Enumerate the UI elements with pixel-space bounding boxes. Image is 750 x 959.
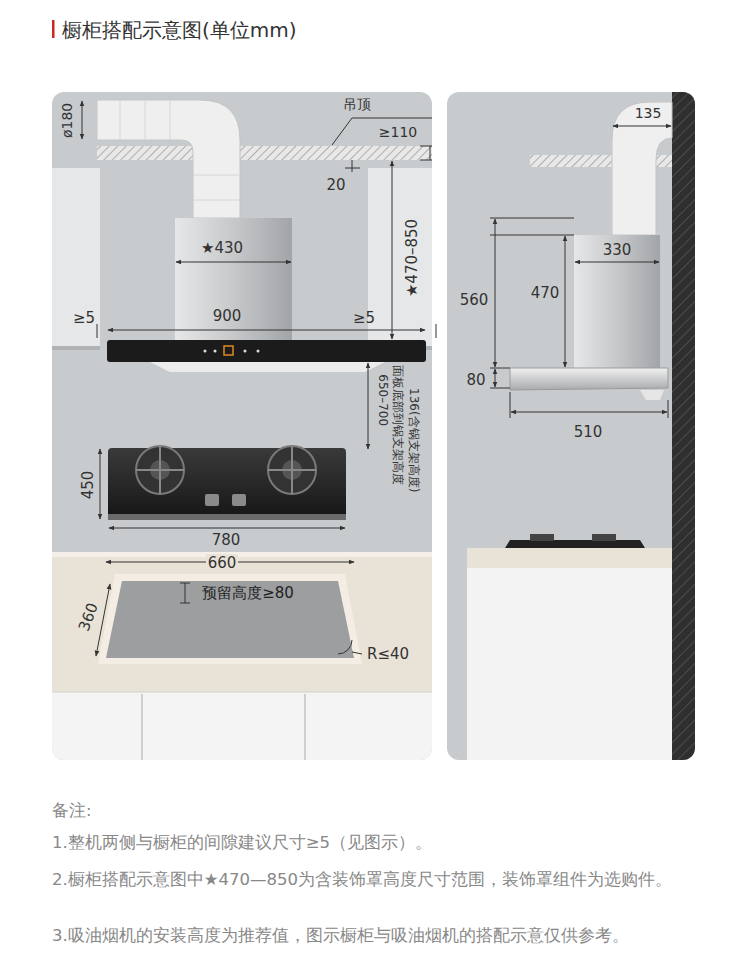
note-text: 2.橱柜搭配示意图中★470—850为含装饰罩高度尺寸范围，装饰罩组件为选购件。 [52,866,697,894]
dimension-label: 450 [79,471,97,500]
note-text: 1.整机两侧与橱柜的间隙建议尺寸≥5（见图示）。 [52,833,432,853]
dimension-label: 20 [324,176,347,194]
dimension-label: 780 [210,531,243,549]
chart-title: 橱柜搭配示意图(单位mm) [62,18,297,42]
dimension-label: 660 [206,554,239,572]
dimension-label: ≥5 [73,309,95,327]
dimension-label: 510 [574,423,603,441]
note-text: 备注: [52,801,92,821]
dimension-label: ≥110 [379,124,417,141]
dimension-label: ★470–850 [403,219,421,297]
note-text: 3.吸油烟机的安装高度为推荐值，图示橱柜与吸油烟机的搭配示意仅供参考。 [52,926,629,946]
dimension-label: ø180 [60,102,77,137]
dimension-label: 470 [531,284,560,302]
dimension-label: 650–700 [376,374,390,426]
dimension-label: 135 [635,105,662,122]
dimension-label: 136(含锅支架高度) [407,388,421,492]
dimension-label: 330 [603,241,632,259]
dimension-label: 80 [466,371,485,389]
dimension-label: ★430 [201,239,243,257]
dimension-label: 560 [460,291,489,309]
dimension-label: R≤40 [367,645,409,663]
dimension-label: ≥5 [353,309,375,327]
dimension-label: 900 [213,307,242,325]
dimension-label: 预留高度≥80 [202,584,294,602]
dimension-label: 吊顶 [343,96,371,113]
dimension-label: 面板底部到锅支架高度 [391,365,405,485]
